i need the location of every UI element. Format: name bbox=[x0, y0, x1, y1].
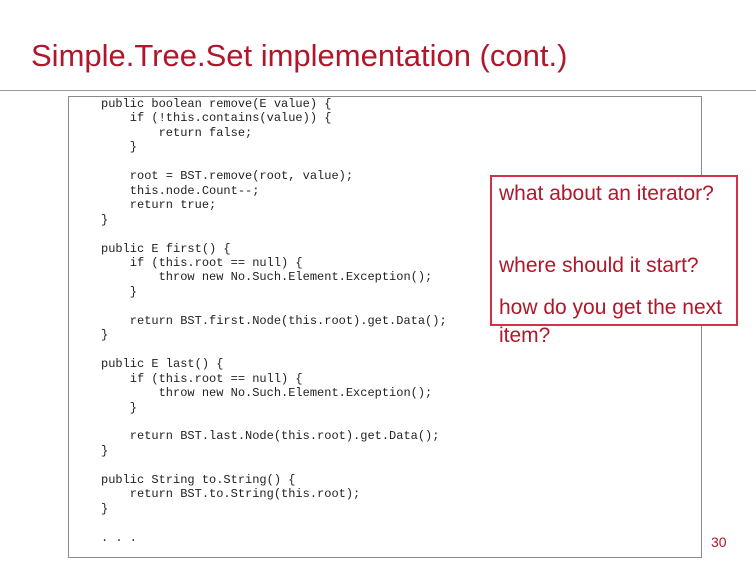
callout-question-iterator: what about an iterator? bbox=[499, 182, 714, 205]
title-divider bbox=[0, 90, 756, 91]
callout-question-start: where should it start? bbox=[499, 254, 699, 277]
page-number: 30 bbox=[711, 534, 727, 550]
callout-question-next-item: how do you get the next item? bbox=[499, 296, 722, 347]
callout-box bbox=[490, 175, 738, 326]
code-frame bbox=[68, 96, 702, 558]
slide-title: Simple.Tree.Set implementation (cont.) bbox=[31, 38, 568, 73]
code-listing: public boolean remove(E value) { if (!th… bbox=[101, 97, 447, 545]
